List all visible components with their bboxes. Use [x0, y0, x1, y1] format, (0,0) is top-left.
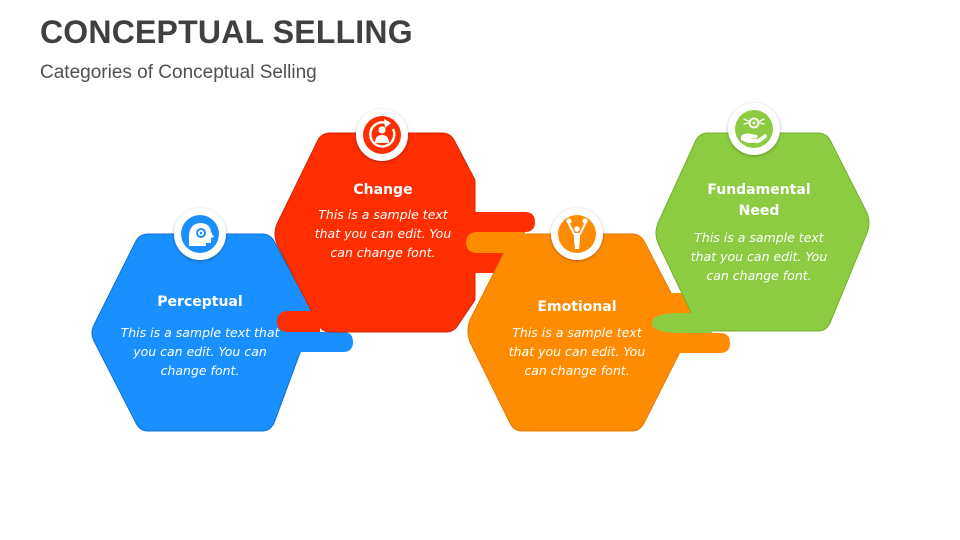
- person-celebrate-icon: [551, 208, 603, 260]
- fundamental-need-shape: [652, 132, 870, 333]
- slide-subtitle: Categories of Conceptual Selling: [40, 62, 317, 83]
- target-head-icon: [174, 208, 226, 260]
- change-description: This is a sample text that you can edit.…: [314, 207, 452, 260]
- fundamental-need-description: This is a sample text that you can edit.…: [690, 230, 828, 283]
- hand-offering-icon: [728, 103, 780, 155]
- emotional-description: This is a sample text that you can edit.…: [508, 325, 646, 378]
- emotional-heading: Emotional: [537, 299, 617, 315]
- change-heading: Change: [353, 182, 413, 198]
- perceptual-description: This is a sample text that you can edit.…: [120, 325, 280, 378]
- perceptual-heading: Perceptual: [157, 294, 243, 310]
- slide-title: CONCEPTUAL SELLING: [40, 14, 413, 50]
- person-cycle-icon: [356, 109, 408, 161]
- change-shape: [274, 132, 535, 333]
- fundamental-need-heading: Fundamental Need: [707, 182, 811, 219]
